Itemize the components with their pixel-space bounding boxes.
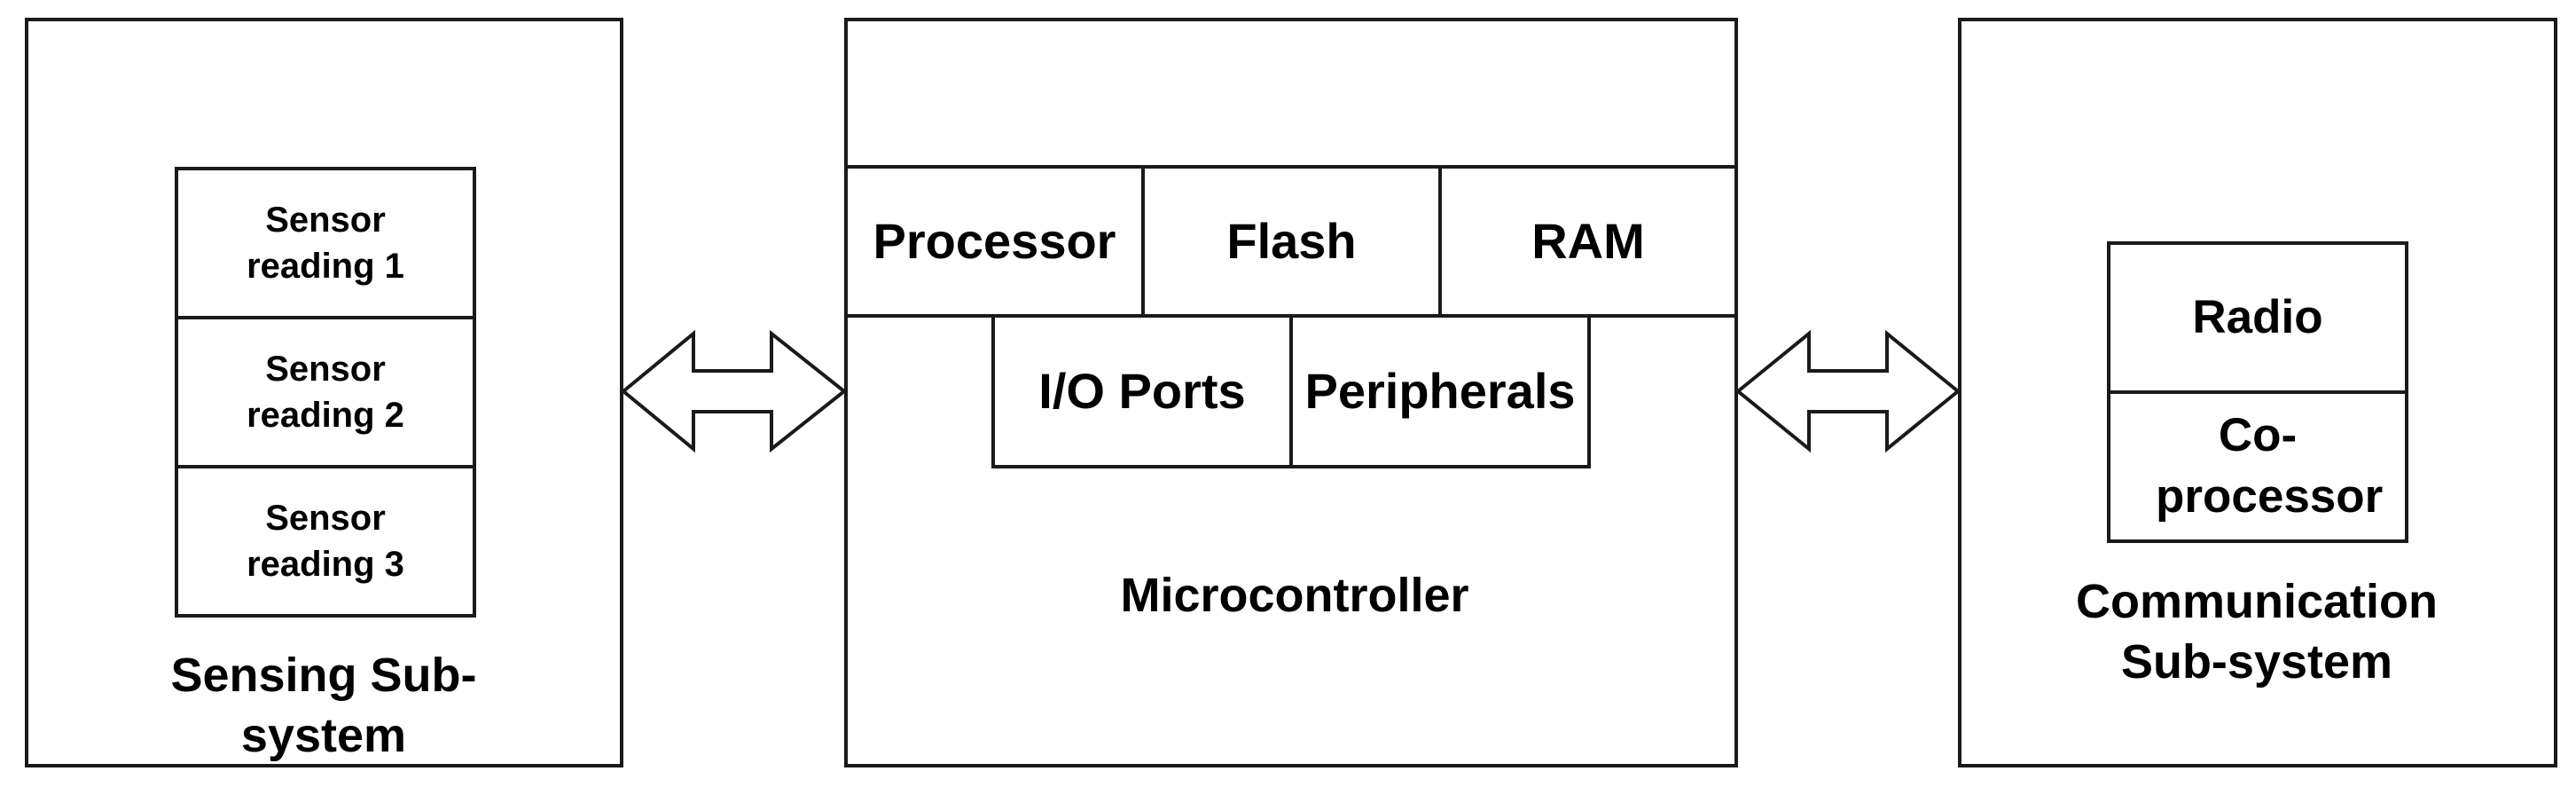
coprocessor-block: Co-processor: [2107, 390, 2408, 543]
ram-label: RAM: [1531, 212, 1645, 269]
flash-label: Flash: [1226, 212, 1357, 269]
communication-subsystem-title: Communication Sub-system: [2075, 575, 2438, 689]
sensor-reading-2-label: Sensor reading 2: [247, 350, 404, 435]
radio-block: Radio: [2107, 241, 2408, 394]
io-ports-block: I/O Ports: [991, 314, 1293, 468]
peripherals-block: Peripherals: [1289, 314, 1591, 468]
sensing-subsystem-title: Sensing Sub-system: [170, 649, 477, 762]
coprocessor-label: Co-processor: [2156, 409, 2384, 523]
double-arrow-right-icon: [1734, 329, 1961, 453]
processor-label: Processor: [873, 212, 1116, 269]
radio-label: Radio: [2192, 290, 2323, 343]
sensor-reading-3: Sensor reading 3: [175, 465, 476, 618]
microcontroller-title: Microcontroller: [1120, 569, 1469, 622]
sensor-reading-1: Sensor reading 1: [175, 167, 476, 319]
sensor-reading-3-label: Sensor reading 3: [247, 499, 404, 584]
sensor-reading-1-label: Sensor reading 1: [247, 201, 404, 286]
ram-block: RAM: [1438, 165, 1738, 318]
processor-block: Processor: [844, 165, 1145, 318]
sensor-reading-2: Sensor reading 2: [175, 316, 476, 468]
peripherals-label: Peripherals: [1304, 362, 1576, 419]
flash-block: Flash: [1141, 165, 1442, 318]
io-ports-label: I/O Ports: [1038, 362, 1246, 419]
